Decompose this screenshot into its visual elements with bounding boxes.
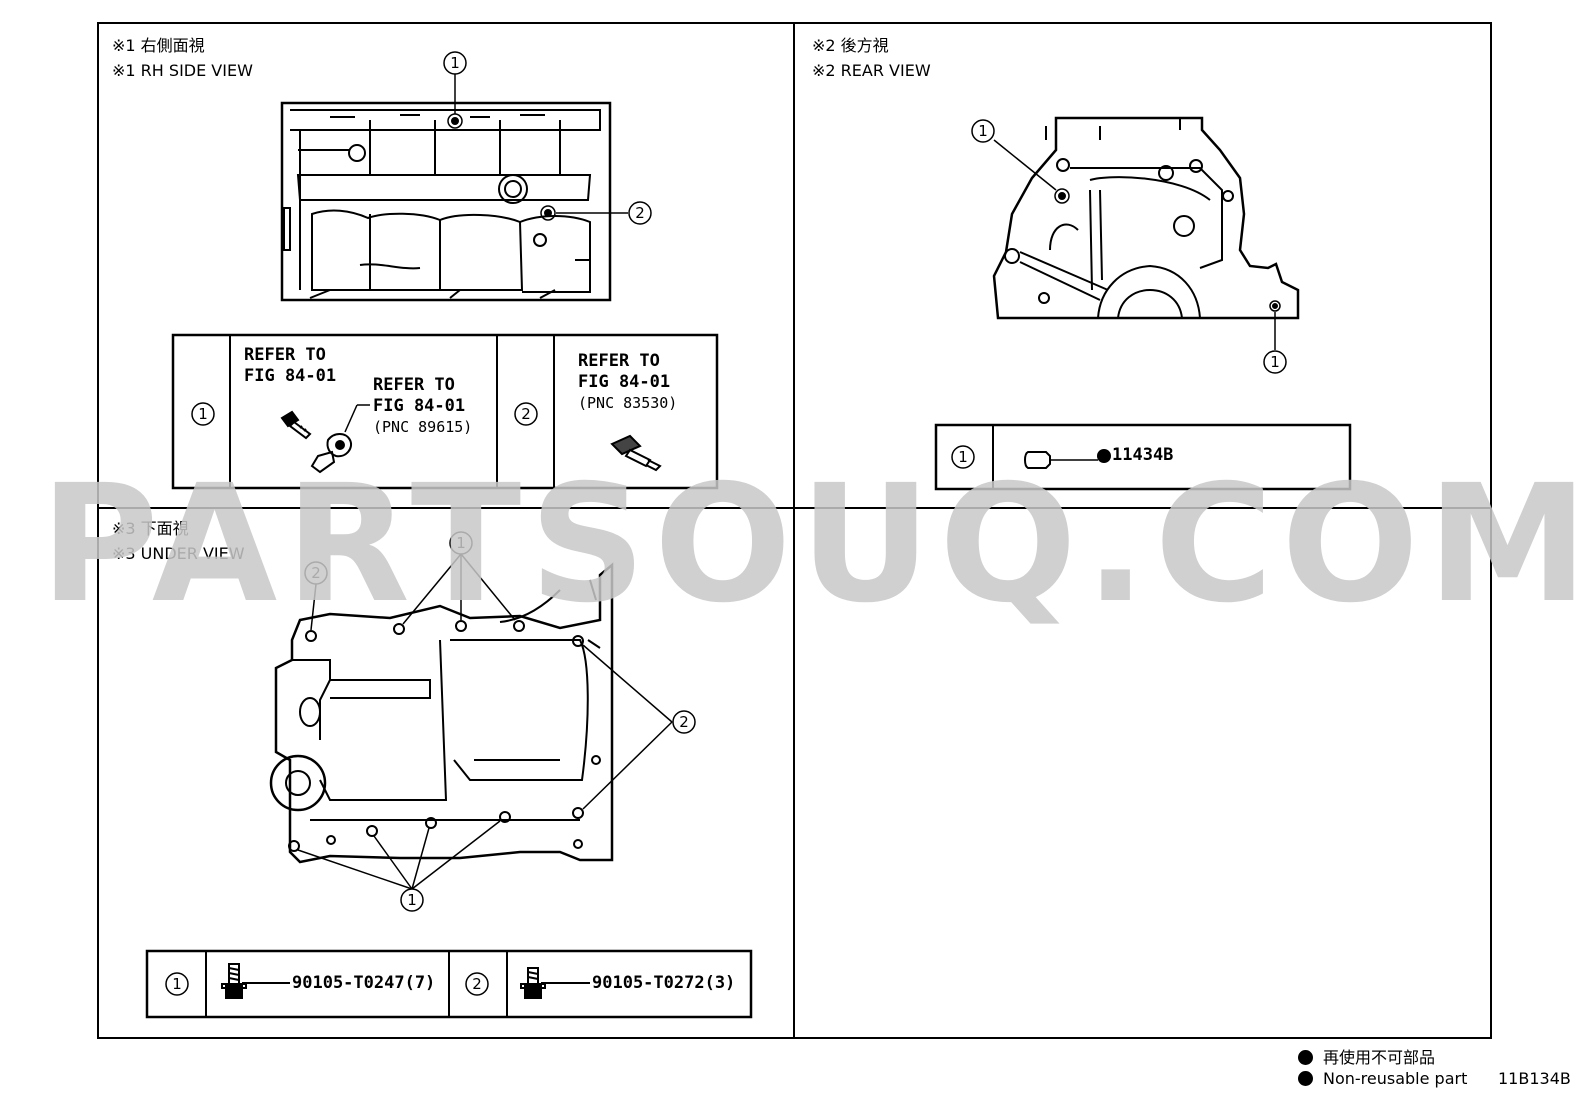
callout-circle — [304, 561, 328, 585]
flange-bolt-icon — [221, 963, 290, 999]
horizontal-divider — [97, 507, 1492, 509]
under-part-number-1: 90105-T0247(7) — [292, 973, 436, 993]
rh-row2-ref-line1: REFER TO — [578, 351, 660, 371]
rh-row1-ref-line2: FIG 84-01 — [244, 366, 337, 386]
callout-circle — [951, 445, 975, 469]
callout-circle — [443, 51, 467, 75]
non-reusable-dot-icon — [1298, 1050, 1313, 1065]
callout-circle — [449, 531, 473, 555]
temperature-sensor-icon — [610, 434, 662, 472]
rh-side-title-en: ※1 RH SIDE VIEW — [112, 61, 253, 80]
rh-side-title-jp: ※1 右側面視 — [112, 36, 205, 55]
rh-row1-ref2-line1: REFER TO — [373, 375, 455, 395]
rh-row1-ref2-line2: FIG 84-01 — [373, 396, 466, 416]
rear-title-jp: ※2 後方視 — [812, 36, 889, 55]
legend-en: Non-reusable part — [1298, 1069, 1467, 1088]
pin-icon — [1024, 451, 1098, 469]
callout-circle — [400, 888, 424, 912]
rh-row2-pnc: (PNC 83530) — [578, 394, 678, 412]
rh-side-engine-block — [280, 101, 612, 302]
non-reusable-dot-icon — [1298, 1071, 1313, 1086]
callout-number: 1 — [958, 448, 968, 466]
under-part-number-2: 90105-T0272(3) — [592, 973, 736, 993]
callout-number: 2 — [521, 405, 531, 423]
callout-circle — [672, 710, 696, 734]
callout-circle — [628, 201, 652, 225]
rh-side-part-table — [171, 333, 719, 490]
rear-part-number: 11434B — [1112, 445, 1174, 465]
callout-circle — [971, 119, 995, 143]
callout-number: 1 — [407, 891, 417, 909]
legend-en-text: Non-reusable part — [1323, 1069, 1468, 1088]
rh-row1-pnc: (PNC 89615) — [373, 418, 473, 436]
legend-jp: 再使用不可部品 — [1298, 1044, 1435, 1068]
rear-title-en: ※2 REAR VIEW — [812, 61, 931, 80]
under-engine-block — [269, 562, 614, 864]
rh-row1-ref-line1: REFER TO — [244, 345, 326, 365]
under-title-jp: ※3 下面視 — [112, 519, 189, 538]
callout-number: 1 — [1270, 353, 1280, 371]
callout-circle — [1263, 350, 1287, 374]
callout-circle — [465, 972, 489, 996]
callout-number: 2 — [472, 975, 482, 993]
callout-number: 2 — [679, 713, 689, 731]
rear-part-table — [934, 423, 1352, 491]
bolt-icon — [280, 410, 312, 440]
vertical-divider — [793, 22, 795, 1039]
callout-circle — [165, 972, 189, 996]
callout-number: 2 — [635, 204, 645, 222]
flange-bolt-icon — [520, 967, 590, 999]
callout-number: 1 — [450, 54, 460, 72]
callout-number: 2 — [311, 564, 321, 582]
figure-code: 11B134B — [1498, 1069, 1571, 1088]
rh-row2-ref-line2: FIG 84-01 — [578, 372, 671, 392]
callout-number: 1 — [978, 122, 988, 140]
callout-circle — [191, 402, 215, 426]
under-leaders — [297, 553, 673, 890]
callout-number: 1 — [198, 405, 208, 423]
legend-jp-text: 再使用不可部品 — [1323, 1048, 1436, 1067]
rear-engine-block — [992, 116, 1300, 320]
knock-sensor-icon — [310, 404, 370, 474]
callout-circle — [514, 402, 538, 426]
under-title-en: ※3 UNDER VIEW — [112, 544, 245, 563]
rear-leader-1-upper — [993, 139, 1057, 191]
callout-number: 1 — [172, 975, 182, 993]
non-reusable-dot — [1097, 449, 1111, 463]
under-part-table — [145, 949, 753, 1019]
callout-number: 1 — [456, 534, 466, 552]
